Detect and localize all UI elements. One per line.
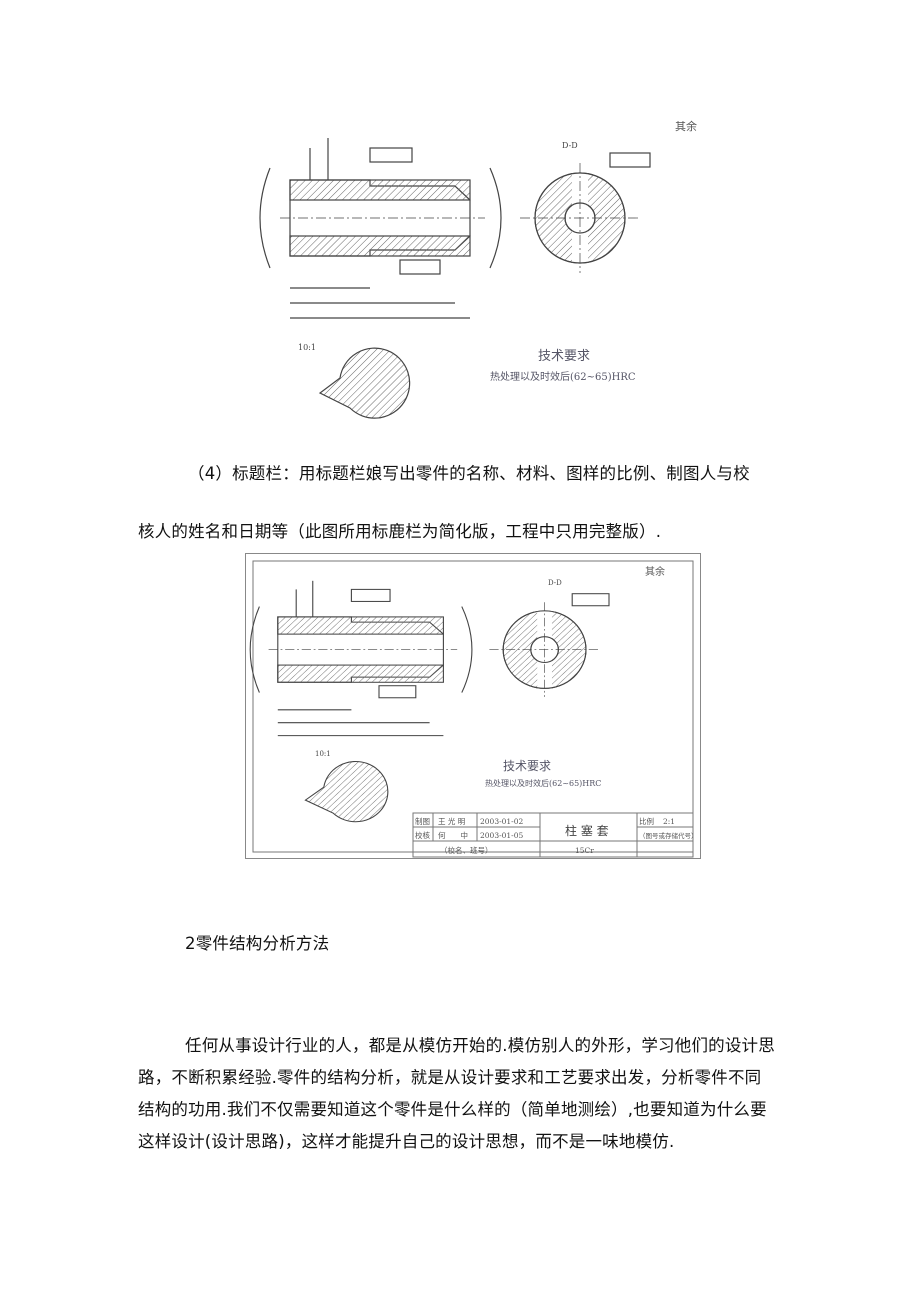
part-drawing [249, 580, 610, 823]
drawing-border [252, 560, 694, 853]
body-line: 这样设计(设计思路)，这样才能提升自己的设计思想，而不是一味地模仿. [138, 1132, 675, 1151]
tech-req-title: 技术要求 [538, 349, 590, 364]
part-drawing [259, 138, 651, 419]
section-2-heading: 2零件结构分析方法 [185, 934, 330, 953]
figure-frame [245, 553, 701, 859]
title-block [412, 812, 694, 858]
paragraph-4-line-1: （4）标题栏：用标题栏娘写出零件的名称、材料、图样的比例、制图人与校 [188, 464, 750, 483]
drawn-date: 2003-01-02 [480, 817, 523, 826]
body-line: 路，不断积累经验.零件的结构分析，就是从设计要求和工艺要求出发，分析零件不同 [138, 1068, 762, 1087]
body-line: 结构的功用.我们不仅需要知道这个零件是什么样的（简单地测绘）,也要知道为什么要 [138, 1100, 767, 1119]
tech-req-title: 技术要求 [503, 759, 551, 773]
checked-label: 校核 [415, 830, 430, 840]
drawing-number: （图号或存储代号） [639, 831, 698, 840]
school-class: （校名、班号） [440, 845, 493, 855]
part-name: 柱 塞 套 [565, 823, 609, 838]
scale-value: 2:1 [663, 817, 675, 826]
paragraph-4-line-2: 核人的姓名和日期等（此图所用标鹿栏为简化版，工程中只用完整版）. [138, 522, 662, 541]
checked-date: 2003-01-05 [480, 831, 523, 840]
tech-req-text: 热处理以及时效后(62~65)HRC [485, 778, 601, 788]
section-label: D-D [562, 141, 578, 150]
drawn-label: 制图 [415, 816, 430, 826]
surface-note: 其余 [645, 565, 665, 578]
surface-note: 其余 [675, 119, 697, 133]
drawn-name: 王 光 明 [438, 816, 465, 826]
material: 15Cr [575, 846, 594, 855]
detail-scale: 10:1 [315, 750, 331, 758]
scale-label: 比例 [639, 816, 654, 826]
detail-scale: 10:1 [298, 343, 316, 352]
section-label: D-D [548, 579, 562, 587]
engineering-drawing-2: 其余 D-D 10:1 技术要求 热处理以及时效后(62~65)HRC 制图 王… [245, 553, 701, 859]
checked-name: 何 中 [438, 830, 468, 840]
body-line: 任何从事设计行业的人，都是从模仿开始的.模仿别人的外形，学习他们的设计思 [185, 1036, 775, 1055]
engineering-drawing-1: 其余 D-D 10:1 技术要求 热处理以及时效后(62~65)HRC [259, 119, 697, 419]
tech-req-text: 热处理以及时效后(62~65)HRC [490, 370, 636, 383]
